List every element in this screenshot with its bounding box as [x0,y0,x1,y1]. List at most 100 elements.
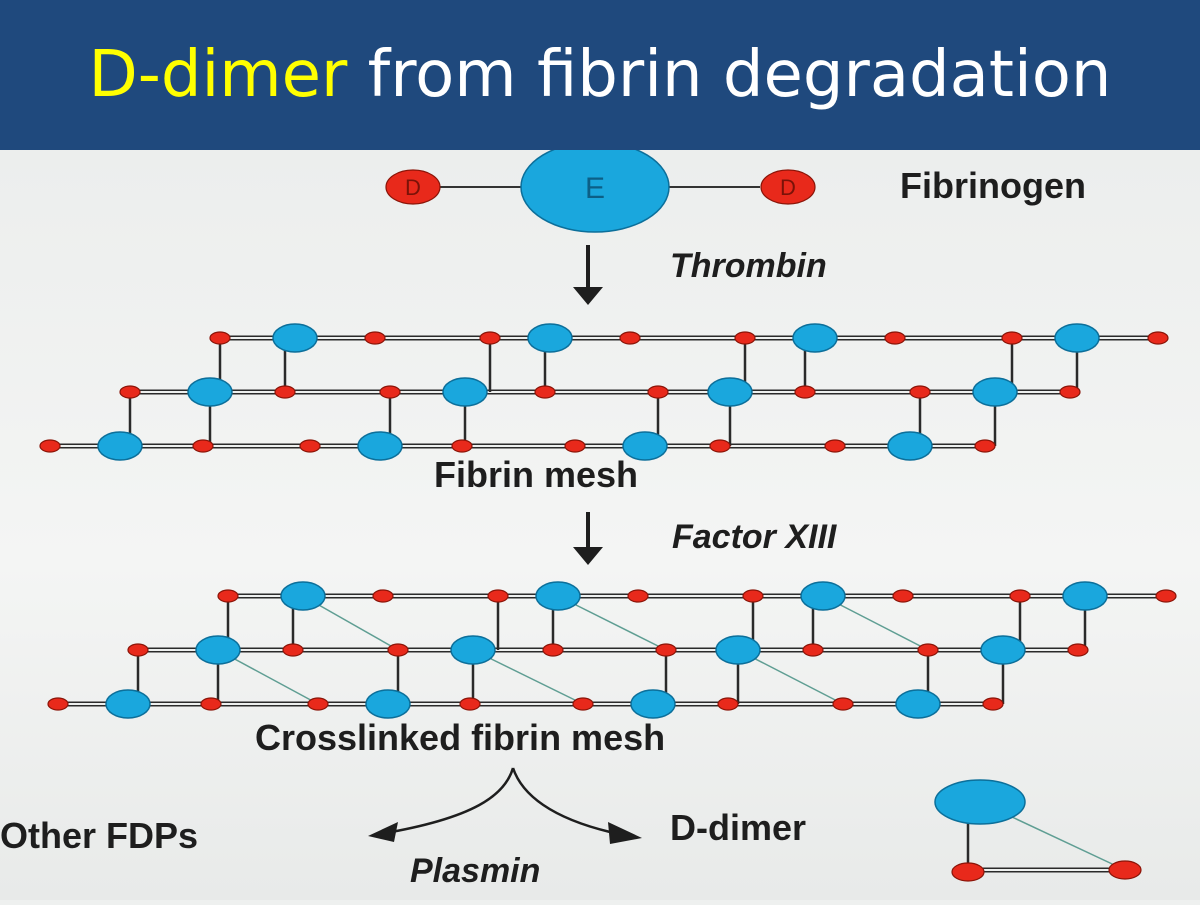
d-domain [1001,331,1023,345]
e-domain [934,779,1026,825]
d-domain [1155,589,1177,603]
e-domain [365,689,411,719]
d-domain [534,385,556,399]
d-domain [209,331,231,345]
d-domain [627,589,649,603]
d-dimer-label: D-dimer [670,807,806,848]
d-domain [734,331,756,345]
d-domain-left [385,169,441,205]
d-domain-right [760,169,816,205]
d-domain [200,697,222,711]
down-arrow-icon [573,245,603,305]
d-domain [909,385,931,399]
d-domain [794,385,816,399]
d-domain [299,439,321,453]
d-domain [802,643,824,657]
e-domain [792,323,838,353]
e-domain [800,581,846,611]
d-domain-label: D [780,175,796,200]
d-domain [459,697,481,711]
e-domain [105,689,151,719]
d-domain [619,331,641,345]
e-domain [187,377,233,407]
e-domain [527,323,573,353]
d-domain [1147,331,1169,345]
d-domain [709,439,731,453]
d-domain [192,439,214,453]
d-domain [742,589,764,603]
e-domain [980,635,1026,665]
d-domain [479,331,501,345]
e-domain-label: E [585,172,605,205]
d-domain [217,589,239,603]
d-domain [1108,860,1142,880]
d-domain [832,697,854,711]
d-domain [119,385,141,399]
e-domain [707,377,753,407]
d-domain [1059,385,1081,399]
crosslink [472,649,584,705]
d-domain [307,697,329,711]
e-domain [442,377,488,407]
left-arrow-icon [368,822,398,842]
d-domain [364,331,386,345]
d-domain [127,643,149,657]
e-domain [1062,581,1108,611]
d-domain [974,439,996,453]
d-domain [542,643,564,657]
e-domain [357,431,403,461]
e-domain [195,635,241,665]
plasmin-label: Plasmin [410,852,540,890]
crosslinked-mesh-label: Crosslinked fibrin mesh [255,717,665,758]
d-domain [1009,589,1031,603]
d-domain [372,589,394,603]
d-domain [47,697,69,711]
crosslinked-fibrin-mesh [47,581,1177,719]
split-curve-left [379,767,515,836]
e-domain [972,377,1018,407]
d-domain [717,697,739,711]
e-domain [272,323,318,353]
split-curve-right [511,767,611,834]
e-domain [280,581,326,611]
arrow-head [573,287,603,305]
factor-xiii-label: Factor XIII [672,518,838,556]
d-domain [917,643,939,657]
d-domain [892,589,914,603]
e-domain [622,431,668,461]
d-domain [951,862,985,882]
thrombin-label: Thrombin [670,247,827,285]
d-domain-label: D [405,175,421,200]
fibrinogen-label: Fibrinogen [900,165,1086,206]
arrow-head [573,547,603,565]
d-domain [655,643,677,657]
e-domain [887,431,933,461]
e-domain [97,431,143,461]
d-domain [387,643,409,657]
d-dimer-molecule [934,779,1142,882]
e-domain [895,689,941,719]
d-domain [39,439,61,453]
fibrin-mesh [39,323,1169,461]
e-domain [630,689,676,719]
d-domain [1067,643,1089,657]
d-domain [451,439,473,453]
d-domain [572,697,594,711]
e-domain [450,635,496,665]
right-arrow-icon [608,822,642,844]
d-domain [379,385,401,399]
plasmin-split-arrows [368,767,642,844]
e-domain [1054,323,1100,353]
d-domain [487,589,509,603]
d-domain [884,331,906,345]
d-domain [647,385,669,399]
d-domain [274,385,296,399]
d-domain [282,643,304,657]
d-domain [564,439,586,453]
slide-title: D-dimer from fibrin degradation [89,38,1112,112]
down-arrow-icon [573,512,603,565]
other-fdps-label: Other FDPs [0,815,198,856]
